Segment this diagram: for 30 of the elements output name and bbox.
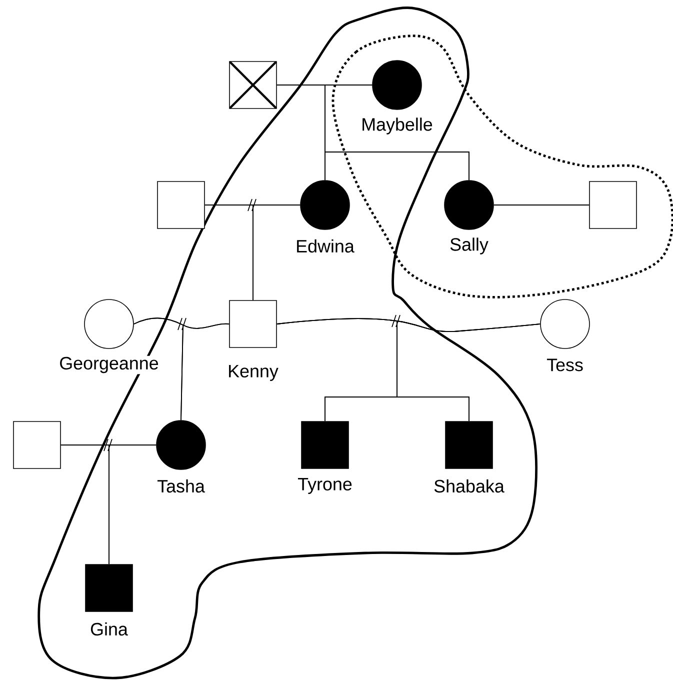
male-square [589, 181, 637, 229]
person-name: Tyrone [296, 476, 354, 496]
person-name: Sally [448, 236, 490, 256]
relationship-line [493, 204, 590, 206]
affected-female-circle [300, 180, 350, 230]
descent-line [108, 444, 157, 565]
person-name: Kenny [226, 364, 280, 382]
descent-line [396, 320, 541, 422]
person-name: Maybelle [360, 116, 434, 136]
affected-male-square [301, 421, 349, 469]
affected-female-circle [372, 60, 422, 110]
female-circle [540, 299, 590, 349]
male-square [13, 421, 61, 469]
affected-female-circle [444, 180, 494, 230]
descent-line [180, 323, 230, 421]
female-circle [84, 299, 134, 349]
person-name: Tess [546, 358, 584, 372]
person-name: Tasha [156, 478, 206, 494]
male-square [157, 181, 205, 229]
striped-male-square [229, 300, 277, 348]
affected-female-circle [156, 420, 206, 470]
affected-male-square [445, 421, 493, 469]
descent-line [324, 84, 470, 181]
person-name: Edwina [294, 238, 356, 254]
person-name: Shabaka [432, 478, 506, 494]
person-name: Gina [89, 621, 129, 637]
person-name: Georgeanne [58, 356, 160, 374]
deceased-male-square [229, 61, 277, 109]
descent-line [252, 204, 301, 301]
affected-male-square [85, 564, 133, 612]
